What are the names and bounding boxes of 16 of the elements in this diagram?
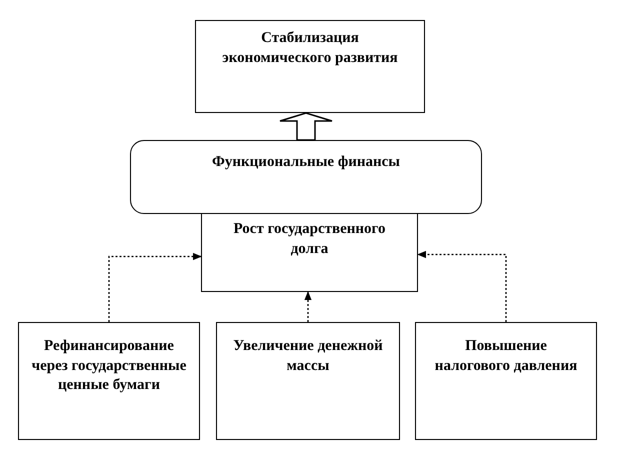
factor-box: [415, 322, 597, 440]
goal-box: [195, 20, 425, 113]
process-box: [201, 213, 418, 292]
dotted-arrow: [417, 250, 507, 322]
factor-box: [18, 322, 200, 440]
node-label: Увеличение денежной массы: [232, 337, 384, 376]
rounded-box: [130, 140, 482, 214]
node-label: Функциональные финансы: [210, 153, 401, 172]
dotted-arrow: [108, 252, 202, 322]
dotted-arrow: [304, 291, 312, 322]
node-label: Рост государственного долга: [232, 220, 386, 258]
node-label: Повышение налогового давления: [434, 337, 578, 376]
factor-box: [216, 322, 400, 440]
node-label: Рефинансирование через государственные ценные бумаги: [30, 337, 188, 395]
block-arrow: [279, 112, 333, 141]
node-label: Стабилизация экономического развития: [221, 29, 399, 68]
